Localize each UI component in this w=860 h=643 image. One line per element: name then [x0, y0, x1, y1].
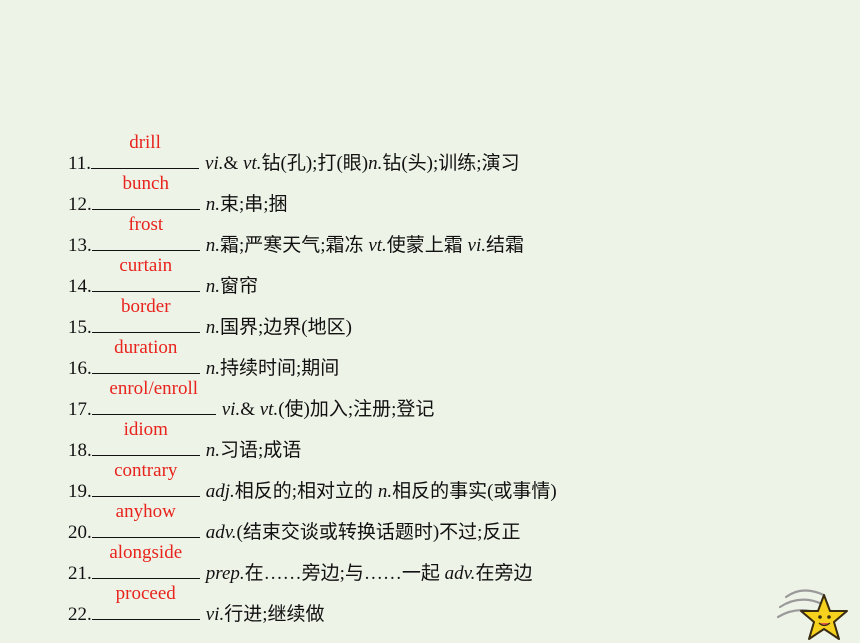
definition-text: (使)加入;注册;登记: [278, 399, 435, 420]
answer-blank: bunch: [91, 173, 200, 210]
part-of-speech: vi.: [205, 604, 225, 625]
part-of-speech: adv.: [444, 563, 476, 584]
answer-blank: border: [91, 296, 200, 333]
part-of-speech: vt.: [243, 153, 262, 174]
part-of-speech: vi.: [205, 153, 224, 174]
part-of-speech: vt.: [259, 399, 279, 420]
answer-blank: duration: [91, 337, 200, 374]
part-of-speech: vi.: [467, 235, 487, 256]
part-of-speech: n.: [205, 235, 220, 256]
definition-text: &: [240, 399, 260, 420]
vocab-item: 19. contrary adj.相反的;相对立的 n.相反的事实(或事情): [68, 460, 557, 502]
vocab-item: 21. alongside prep.在……旁边;与……一起 adv.在旁边: [68, 542, 533, 584]
part-of-speech: n.: [205, 194, 220, 215]
vocab-item: 15. border n.国界;边界(地区): [68, 296, 352, 338]
part-of-speech: n.: [205, 276, 220, 297]
part-of-speech: n.: [377, 481, 393, 502]
answer-word: border: [120, 296, 171, 317]
part-of-speech: n.: [205, 317, 220, 338]
cartoon-star-icon: [776, 589, 848, 640]
answer-blank: enrol/enroll: [91, 378, 216, 415]
item-number: 16.: [68, 358, 92, 379]
answer-blank: drill: [91, 132, 200, 169]
item-number: 13.: [68, 235, 92, 256]
vocab-item: 18. idiom n.习语;成语: [68, 419, 302, 461]
answer-word: bunch: [122, 173, 169, 194]
answer-blank: idiom: [91, 419, 200, 456]
part-of-speech: adj.: [205, 481, 235, 502]
vocab-item: 20. anyhow adv.(结束交谈或转换话题时)不过;反正: [68, 501, 521, 543]
item-number: 19.: [68, 481, 92, 502]
definition-text: 在旁边: [475, 563, 533, 584]
item-number: 20.: [68, 522, 92, 543]
definition-text: 习语;成语: [220, 440, 302, 461]
item-number: 12.: [68, 194, 92, 215]
definition-text: 国界;边界(地区): [220, 317, 352, 338]
definition-text: 钻(头);训练;演习: [382, 153, 520, 174]
part-of-speech: adv.: [205, 522, 237, 543]
answer-word: curtain: [119, 255, 173, 276]
part-of-speech: n.: [205, 358, 220, 379]
answer-word: enrol/enroll: [109, 378, 199, 399]
answer-blank: frost: [91, 214, 200, 251]
definition-text: 持续时间;期间: [220, 358, 340, 379]
definition-text: 行进;继续做: [224, 604, 325, 625]
vocab-item: 12. bunch n.束;串;捆: [68, 173, 288, 215]
item-number: 18.: [68, 440, 92, 461]
vocab-item: 22. proceed vi.行进;继续做: [68, 583, 325, 625]
definition-text: &: [223, 153, 244, 174]
definition-text: 在……旁边;与……一起: [244, 563, 445, 584]
part-of-speech: vi.: [221, 399, 241, 420]
vocab-item: 13. frost n.霜;严寒天气;霜冻 vt.使蒙上霜 vi.结霜: [68, 214, 525, 256]
part-of-speech: n.: [205, 440, 220, 461]
item-number: 21.: [68, 563, 92, 584]
definition-text: (结束交谈或转换话题时)不过;反正: [236, 522, 521, 543]
answer-word: anyhow: [115, 501, 176, 522]
item-number: 22.: [68, 604, 92, 625]
item-number: 14.: [68, 276, 92, 297]
answer-blank: alongside: [91, 542, 200, 579]
definition-text: 相反的事实(或事情): [392, 481, 557, 502]
answer-blank: contrary: [91, 460, 200, 497]
answer-word: alongside: [109, 542, 183, 563]
definition-text: 钻(孔);打(眼): [261, 153, 369, 174]
item-number: 15.: [68, 317, 92, 338]
vocab-item: 16. duration n.持续时间;期间: [68, 337, 340, 379]
answer-word: frost: [128, 214, 164, 235]
definition-text: 使蒙上霜: [386, 235, 468, 256]
vocab-item: 17. enrol/enroll vi.& vt.(使)加入;注册;登记: [68, 378, 435, 420]
item-number: 11.: [68, 153, 92, 174]
part-of-speech: vt.: [368, 235, 387, 256]
part-of-speech: n.: [368, 153, 383, 174]
definition-text: 霜;严寒天气;霜冻: [220, 235, 369, 256]
answer-blank: proceed: [91, 583, 200, 620]
answer-word: drill: [129, 132, 161, 153]
definition-text: 相反的;相对立的: [234, 481, 378, 502]
definition-text: 束;串;捆: [220, 194, 288, 215]
definition-text: 结霜: [486, 235, 525, 256]
answer-blank: curtain: [91, 255, 200, 292]
answer-word: proceed: [115, 583, 176, 604]
part-of-speech: prep.: [205, 563, 245, 584]
vocab-item: 14. curtain n.窗帘: [68, 255, 259, 297]
answer-word: contrary: [114, 460, 178, 481]
item-number: 17.: [68, 399, 92, 420]
answer-word: idiom: [123, 419, 168, 440]
answer-blank: anyhow: [91, 501, 200, 538]
answer-word: duration: [114, 337, 178, 358]
definition-text: 窗帘: [220, 276, 259, 297]
vocab-item: 11. drill vi.& vt.钻(孔);打(眼)n.钻(头);训练;演习: [68, 132, 520, 174]
